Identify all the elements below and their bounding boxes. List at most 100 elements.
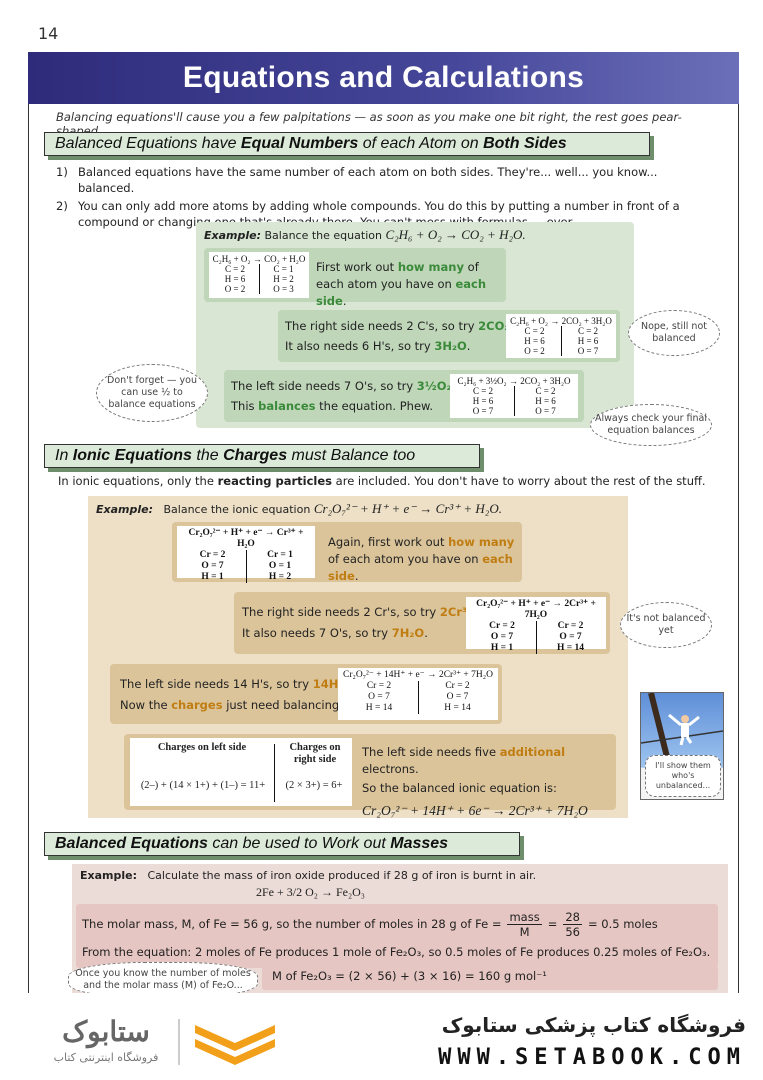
table-cell: H = 14 (365, 703, 393, 713)
fraction-den: M (519, 925, 530, 939)
heading-part: must Balance too (287, 447, 416, 464)
note-not-yet: It's not balanced yet (620, 602, 712, 648)
text-part: electrons. (362, 762, 419, 776)
table-cell: C = 2 (524, 326, 545, 336)
table-equation: C₂H₆ + O₂ → 2CO₂ + 3H₂O (510, 316, 612, 326)
example-label: Example: (96, 503, 153, 516)
heading-part: Balanced Equations have (55, 135, 241, 152)
example-equation: Cr₂O₇²⁻ + H⁺ + e⁻ → Cr³⁺ + H₂O. (313, 501, 502, 516)
heading-part: Charges (223, 447, 288, 464)
text-part: The right side needs 2 Cr's, so try (242, 605, 440, 619)
charges-right-header: Charges on right side (289, 742, 341, 765)
text-part: just need balancing. (222, 698, 343, 712)
equals-sign: = (547, 917, 558, 931)
fraction-den: 56 (565, 925, 580, 939)
list-number: 2) (56, 199, 68, 213)
heading-part: Masses (390, 835, 449, 852)
section-heading-ionic: In Ionic Equations the Charges must Bala… (44, 444, 480, 468)
text-part: are included. You don't have to worry ab… (332, 474, 706, 488)
fraction-mass-m: mass M (507, 910, 542, 939)
table-cell: H = 6 (561, 336, 614, 346)
text-highlight: 3H₂O (434, 339, 467, 353)
table-cell: H = 6 (224, 274, 246, 284)
table-cell: C = 2 (472, 386, 494, 396)
final-ionic-equation: Cr₂O₇²⁻ + 14H⁺ + 6e⁻ → 2Cr³⁺ + 7H₂O (362, 803, 588, 818)
charges-divider (274, 744, 275, 802)
heading-part: the (191, 447, 224, 464)
example-text: Balance the ionic equation (163, 503, 311, 516)
logo-wordmark: ستابوک (62, 1016, 150, 1047)
table-cell: O = 7 (472, 406, 494, 416)
note-nope: Nope, still not balanced (628, 310, 720, 356)
charges-table: Charges on left side Charges on right si… (130, 738, 352, 806)
text-highlight: additional (499, 745, 566, 759)
note-check: Always check your final equation balance… (590, 404, 712, 446)
heading-part: Ionic Equations (72, 447, 192, 464)
table-row: O = 7 O = 7 (452, 406, 576, 416)
note-half: Don't forget — you can use ½ to balance … (96, 364, 208, 422)
step-text-2: The right side needs 2 Cr's, so try 2Cr³… (242, 604, 477, 642)
step-text-4: The left side needs five additional elec… (362, 744, 612, 819)
logo-tagline: فروشگاه اینترنتی کتاب (53, 1051, 159, 1064)
heading-part: Balanced Equations (55, 835, 208, 852)
table-cell: Cr = 2 (536, 621, 604, 632)
text-part: = 0.5 moles (587, 917, 658, 931)
calc-line-2: From the equation: 2 moles of Fe produce… (82, 945, 711, 959)
table-cell: O = 7 (536, 632, 604, 643)
table-row: O = 2 O = 7 (508, 346, 614, 356)
step-text-2: The right side needs 2 C's, so try 2CO₂.… (285, 318, 513, 355)
text-part: . (342, 294, 347, 308)
example-label: Example: (80, 869, 137, 882)
list-text: Balanced equations have the same number … (78, 165, 658, 195)
text-part: The left side needs 14 H's, so try (120, 677, 313, 691)
example-label: Example: (204, 229, 261, 242)
list-item: 1) Balanced equations have the same numb… (56, 164, 716, 196)
table-cell: O = 7 (368, 692, 390, 702)
charges-left-value: (2–) + (14 × 1+) + (1–) = 11+ (140, 780, 266, 791)
text-highlight: how many (397, 260, 464, 274)
title-bar: Equations and Calculations (28, 52, 739, 104)
table-cell: Cr = 2 (418, 681, 496, 692)
cartoon-image: I'll show them who's unbalanced... (640, 692, 724, 800)
example-heading: Example: Balance the ionic equation Cr₂O… (96, 500, 502, 518)
table-cell: O = 7 (561, 346, 614, 356)
page-title: Equations and Calculations (182, 61, 585, 94)
text-highlight: each side (328, 552, 513, 583)
cartoon-caption: I'll show them who's unbalanced... (645, 755, 721, 797)
charges-left-header: Charges on left side (157, 742, 247, 753)
table-cell: H = 1 (490, 643, 514, 653)
store-logo: ستابوک فروشگاه اینترنتی کتاب (40, 1015, 320, 1071)
text-highlight: 7H₂O (391, 626, 425, 640)
text-part: In ionic equations, only the (58, 474, 218, 488)
section-heading-masses: Balanced Equations can be used to Work o… (44, 832, 520, 856)
example-text: Balance the equation (264, 229, 382, 242)
text-highlight: charges (171, 698, 223, 712)
text-part: of each atom you have on (328, 552, 483, 566)
table-cell: O = 2 (524, 346, 545, 356)
heading-part: of each Atom on (358, 135, 484, 152)
fraction-num: 28 (563, 910, 582, 925)
table-cell: O = 7 (514, 406, 576, 416)
text-highlight: each side (316, 277, 487, 308)
atom-table-3: Cr₂O₇²⁻ + 14H⁺ + e⁻ → 2Cr³⁺ + 7H₂O Cr = … (338, 668, 498, 720)
text-part: . (424, 626, 428, 640)
example-heading: Example: Calculate the mass of iron oxid… (80, 867, 536, 884)
text-part: of each atom you have on (316, 260, 479, 291)
table-equation: Cr₂O₇²⁻ + H⁺ + e⁻ → 2Cr³⁺ + 7H₂O (476, 599, 596, 620)
note-know: Once you know the number of moles and th… (68, 962, 258, 998)
table-cell: O = 1 (246, 561, 313, 572)
table-cell: H = 6 (472, 396, 494, 406)
table-cell: Cr = 1 (246, 550, 313, 561)
store-url[interactable]: WWW.SETABOOK.COM (438, 1045, 746, 1070)
